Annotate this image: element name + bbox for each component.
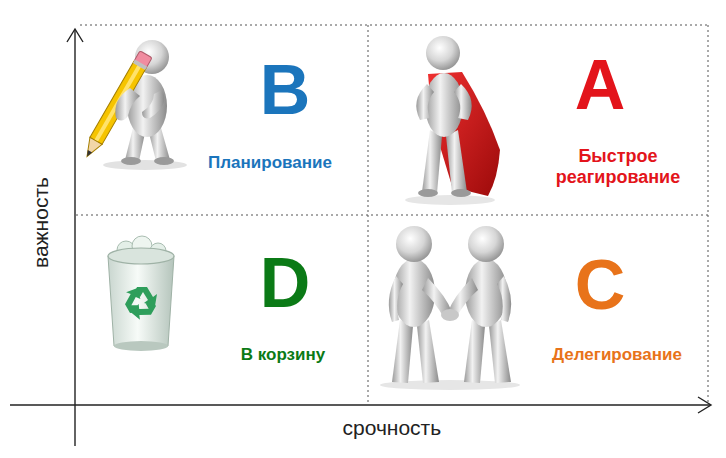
urgent-quadrant: A Быстрое реагирование: [368, 25, 708, 215]
quadrant-grid: [76, 25, 708, 405]
quadrant-letter: D: [240, 248, 330, 318]
quadrant-letter: B: [240, 55, 330, 125]
quadrant-caption: Быстрое реагирование: [543, 146, 693, 187]
axis-label: срочность: [343, 416, 442, 439]
hero-figure: [405, 36, 500, 205]
quadrant-caption: Делегирование: [532, 345, 702, 365]
axes: [10, 29, 711, 446]
delegation-quadrant: C Делегирование: [368, 215, 708, 405]
quadrant-letter: A: [555, 50, 645, 120]
quadrant-caption: В корзину: [208, 345, 358, 365]
recycle-bin: [108, 236, 174, 351]
trash-quadrant: D В корзину: [80, 215, 368, 405]
axis-label: важность: [28, 177, 51, 268]
quadrant-letter: C: [555, 250, 645, 320]
quadrant-caption: Планирование: [185, 153, 355, 173]
planning-quadrant: B Планирование: [80, 25, 368, 215]
handshake-figures: [380, 226, 520, 390]
pencil-figure: [81, 40, 187, 170]
